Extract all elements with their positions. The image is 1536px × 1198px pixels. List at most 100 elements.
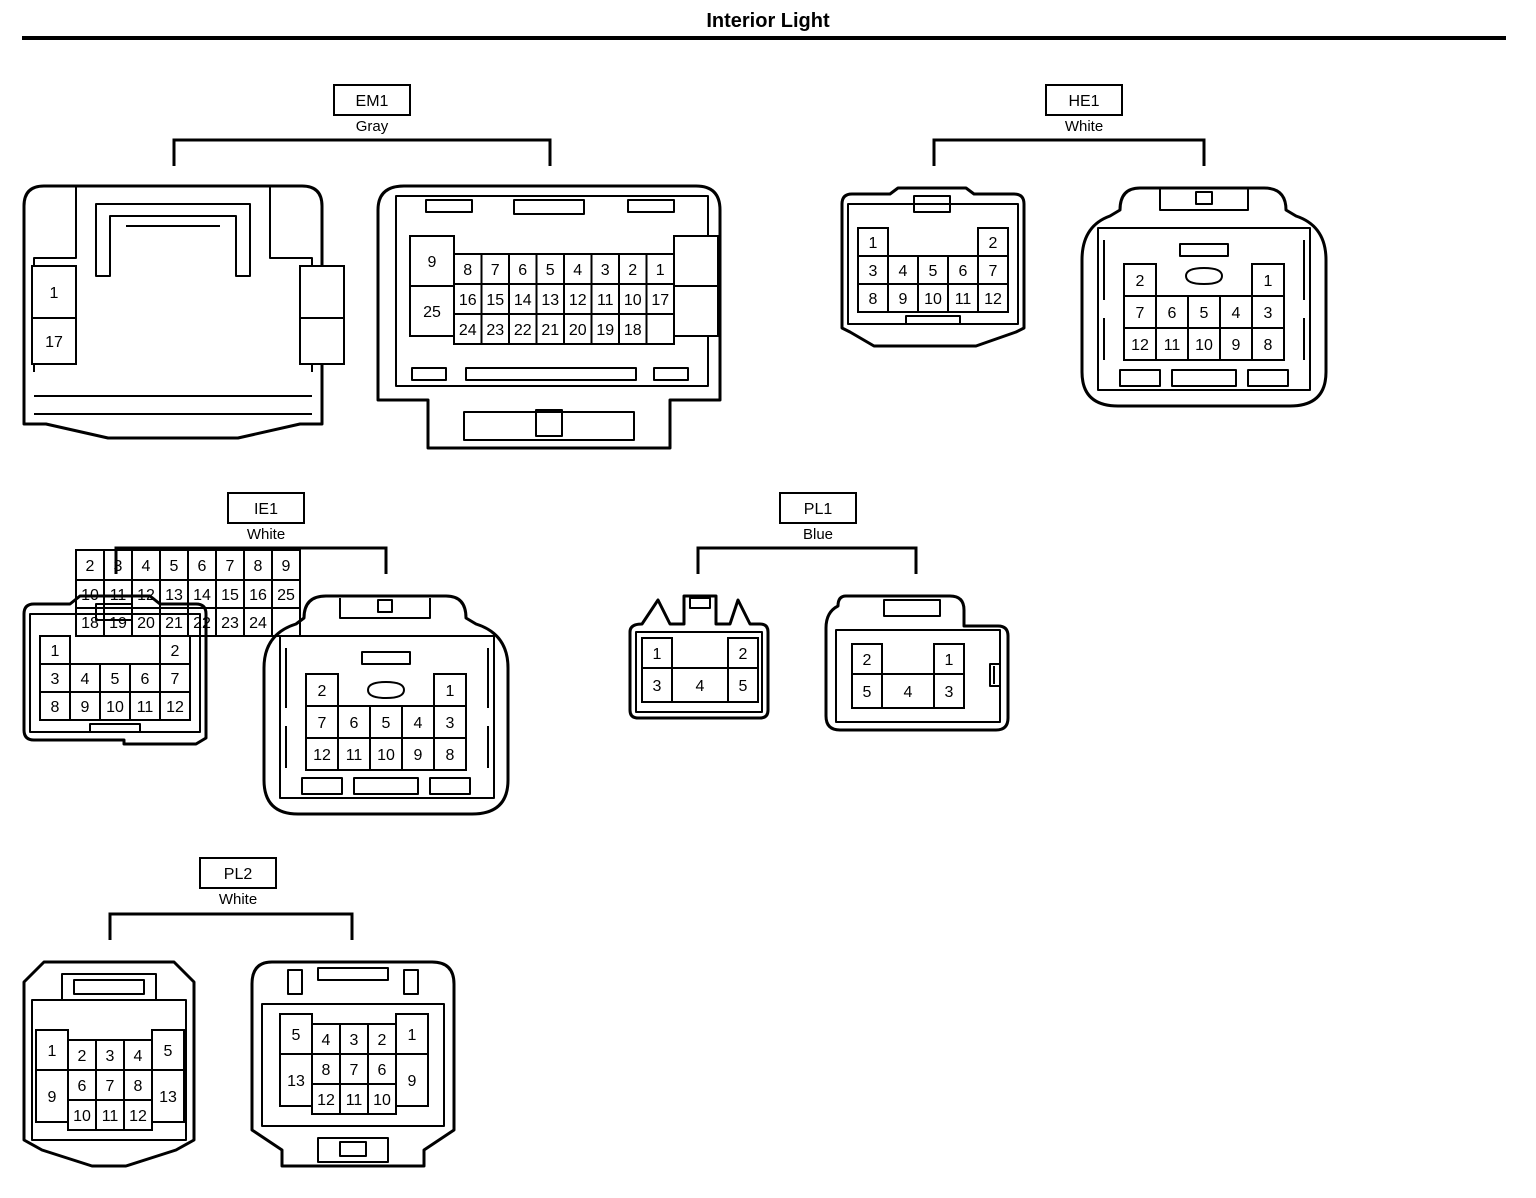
pin-number: 14 [514,292,532,309]
pin-cavity [31,265,77,319]
connector-code: EM1 [356,93,389,110]
pin-cavity [159,691,191,721]
connector-code: HE1 [1068,93,1099,110]
connector-code: PL2 [224,866,253,883]
pin-number: 3 [1264,305,1273,322]
pin-cavity [95,1099,125,1131]
pin-number: 4 [81,671,90,688]
pin-cavity [67,1039,97,1071]
housing-outline [425,199,675,215]
pin-number: 3 [601,262,610,279]
pin-number: 6 [141,671,150,688]
pin-number: 23 [486,322,504,339]
pin-number: 4 [899,263,908,280]
pin-number: 1 [48,1043,57,1060]
pin-cavity [851,673,883,709]
pin-number: 7 [106,1078,115,1095]
housing-outline [376,184,722,450]
housing-outline [905,195,961,325]
housing-outline [824,594,1010,732]
pin-number: 9 [282,558,291,575]
housing-outline [463,409,635,441]
connector-bracket [696,546,918,574]
pin-cavity [1187,327,1221,361]
pin-number: 10 [1195,337,1213,354]
pin-cavity [480,313,510,345]
pin-number: 10 [106,699,124,716]
housing-outline [840,186,1026,348]
connector-front-view [840,186,1026,348]
pin-number: 1 [408,1027,417,1044]
pin-number: 11 [597,292,614,309]
connector-color: White [247,526,285,543]
connector-bracket [172,138,552,166]
pin-number: 2 [863,652,872,669]
housing-outline [287,967,419,995]
pin-number: 2 [739,646,748,663]
housing-outline [301,777,471,795]
pin-number: 1 [446,683,455,700]
pin-number: 11 [137,699,154,716]
pin-number: 10 [924,291,942,308]
housing-outline [34,225,312,415]
pin-cavity [271,549,301,581]
housing-outline [635,597,763,713]
pin-cavity [39,691,71,721]
pin-number: 18 [624,322,642,339]
pin-cavity [977,283,1009,313]
housing-outline [1080,186,1328,408]
housing-outline [1179,243,1229,285]
pin-number: 3 [106,1048,115,1065]
pin-number: 12 [1131,337,1149,354]
pin-cavity [977,227,1009,257]
housing-outline [317,1137,389,1163]
pin-cavity [1123,327,1157,361]
pin-cavity [673,235,719,287]
connector-color: Gray [356,118,389,135]
pin-number: 11 [1164,337,1181,354]
pin-number: 21 [541,322,559,339]
housing-outline [847,203,1019,325]
pin-number: 12 [129,1108,147,1125]
pin-number: 25 [423,304,441,321]
pin-number: 16 [249,587,267,604]
pin-number: 5 [292,1027,301,1044]
pin-cavity [305,673,339,707]
housing-outline [395,195,709,387]
pin-number: 2 [86,558,95,575]
pin-number: 22 [193,615,211,632]
pin-cavity [433,737,467,771]
pin-grid: 9258162471523614225132141220311192101811… [409,235,719,345]
pin-cavity [563,313,593,345]
pin-cavity [563,283,593,315]
connector-rear-view [250,960,456,1168]
pin-cavity [159,549,189,581]
pin-number: 19 [596,322,614,339]
pin-cavity [933,673,965,709]
page-title: Interior Light [706,10,830,32]
pin-cavity [67,1069,97,1101]
pin-number: 12 [166,699,184,716]
housing-outline [261,1003,445,1127]
housing-outline [95,203,251,277]
pin-number: 4 [573,262,582,279]
pin-cavity [409,285,455,337]
connector-rear-view [824,594,1010,732]
pin-number: 8 [1264,337,1273,354]
pin-number: 6 [1168,305,1177,322]
pin-number: 17 [651,292,669,309]
pin-number: 20 [569,322,587,339]
pin-number: 1 [945,652,954,669]
pin-number: 6 [518,262,527,279]
pin-number: 8 [463,262,472,279]
pin-number: 1 [653,646,662,663]
pin-number: 2 [628,262,637,279]
housing-outline [61,973,157,1001]
pin-number: 5 [382,715,391,732]
housing-outline [989,663,1001,687]
